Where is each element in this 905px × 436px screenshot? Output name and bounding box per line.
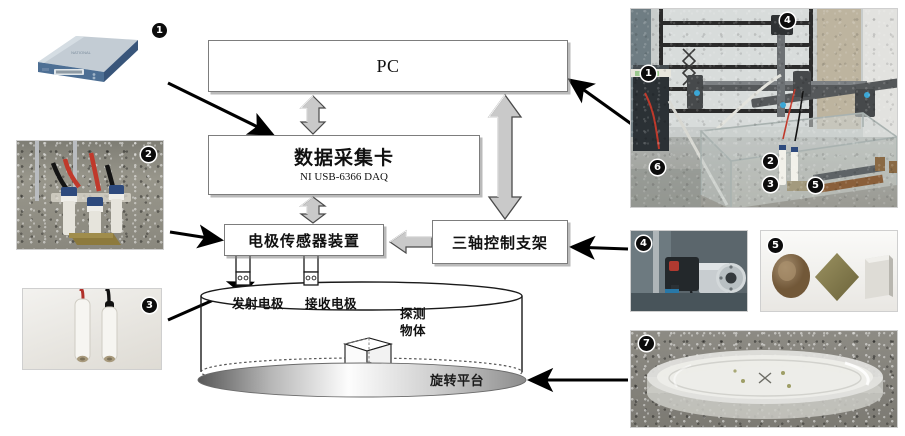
photo-electrode-pair (22, 288, 162, 370)
detected-object-label: 探测 物体 (400, 305, 426, 339)
badge-photo-electrode-array: 2 (141, 147, 156, 162)
receive-electrode-label: 接收电极 (305, 296, 358, 311)
badge-rig-pc: 1 (641, 66, 656, 81)
photo-stepper-motor (630, 230, 748, 312)
photo-rotating-disc (630, 330, 898, 428)
rotating-platform-shape (197, 362, 527, 398)
badge-photo-daq-device: 1 (152, 23, 167, 38)
connector-axis-to-sensor (388, 228, 433, 256)
badge-rig-daq: 6 (650, 160, 665, 175)
electrode-probe-leads (235, 250, 319, 286)
badge-rig-motor: 4 (780, 13, 795, 28)
flow-box-electrode-sensor-label: 电极传感器装置 (247, 231, 360, 250)
arrow-electrode-array-to-sensor-box (169, 224, 225, 249)
flow-box-daq[interactable]: 数据采集卡 NI USB-6366 DAQ (208, 135, 480, 195)
arrow-rig-to-pc (567, 78, 638, 130)
badge-photo-electrode-pair: 3 (142, 298, 157, 313)
connector-pc-to-daq (299, 95, 327, 135)
detected-object-label-line1: 探测 (400, 306, 427, 321)
badge-photo-rotating-disc: 7 (639, 336, 654, 351)
flow-box-daq-sublabel: NI USB-6366 DAQ (300, 171, 388, 183)
photo-test-samples (760, 230, 898, 312)
photo-electrode-array (16, 140, 164, 250)
connector-daq-to-sensor (299, 196, 327, 224)
badge-rig-electrode-array: 2 (763, 154, 778, 169)
flow-box-pc-label: PC (376, 55, 400, 76)
badge-photo-test-samples: 5 (768, 238, 783, 253)
flow-box-three-axis-gantry[interactable]: 三轴控制支架 (432, 220, 568, 264)
arrow-motor-to-axis-box (568, 235, 629, 260)
badge-rig-samples: 5 (808, 178, 823, 193)
flow-box-three-axis-gantry-label: 三轴控制支架 (451, 233, 548, 252)
badge-rig-electrode-pair: 3 (763, 177, 778, 192)
svg-text:NATIONAL: NATIONAL (71, 50, 91, 55)
transmit-electrode-label: 发射电极 (232, 296, 285, 311)
flow-box-daq-label: 数据采集卡 (293, 147, 394, 169)
badge-photo-stepper-motor: 4 (636, 236, 651, 251)
flow-box-electrode-sensor[interactable]: 电极传感器装置 (224, 224, 384, 256)
flow-box-pc[interactable]: PC (208, 40, 568, 92)
photo-daq-device: NATIONAL (18, 22, 146, 90)
detected-object-label-line2: 物体 (400, 323, 427, 338)
connector-pc-to-axis (487, 93, 523, 221)
photo-experimental-rig (630, 8, 898, 208)
rotating-platform-label: 旋转平台 (430, 374, 485, 389)
